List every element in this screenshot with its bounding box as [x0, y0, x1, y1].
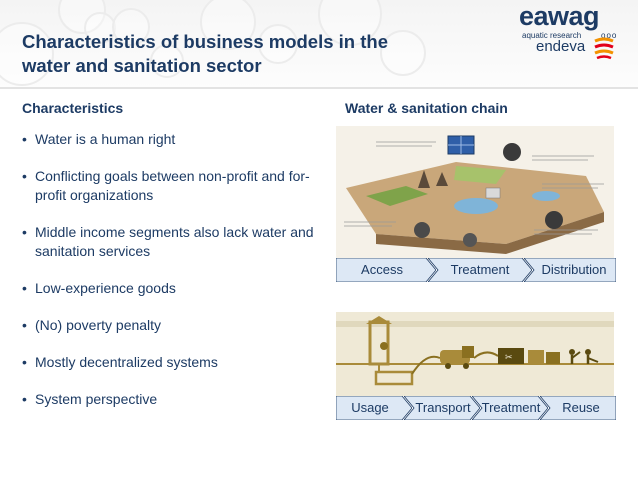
water-chain-steps: Access Treatment Distribution: [336, 258, 616, 282]
chain-step-label: Access: [361, 262, 403, 277]
header-divider: [0, 87, 638, 89]
svg-text:✂: ✂: [505, 352, 513, 362]
list-item: System perspective: [22, 390, 322, 409]
decor-circle: [150, 44, 184, 78]
sanitation-chain-steps: Usage Transport Treatment Reuse: [336, 396, 616, 420]
chain-step-access: Access: [336, 258, 436, 282]
chain-step-usage: Usage: [336, 396, 412, 420]
water-chain-illustration: [336, 126, 614, 260]
eawag-logo-text: eawag: [519, 1, 600, 31]
list-item: Conflicting goals between non-profit and…: [22, 167, 322, 205]
sanitation-chain-illustration: ✂: [336, 312, 614, 396]
list-item: Water is a human right: [22, 130, 322, 149]
decor-circle: [380, 30, 426, 76]
endeva-logo: endeva: [536, 36, 628, 66]
chain-step-distribution: Distribution: [524, 258, 616, 282]
list-item: (No) poverty penalty: [22, 316, 322, 335]
endeva-mark-icon: [594, 37, 614, 60]
chain-step-label: Treatment: [450, 262, 510, 277]
decor-circle: [318, 0, 382, 46]
decorative-circles: [0, 0, 470, 88]
chain-step-treatment: Treatment: [472, 396, 548, 420]
list-item: Mostly decentralized systems: [22, 353, 322, 372]
characteristics-list: Water is a human right Conflicting goals…: [22, 130, 322, 427]
chain-step-label: Transport: [415, 400, 471, 415]
chain-heading: Water & sanitation chain: [345, 100, 508, 116]
decor-circle: [200, 0, 256, 50]
list-item: Low-experience goods: [22, 279, 322, 298]
endeva-logo-text: endeva: [536, 38, 586, 55]
chain-step-label: Usage: [351, 400, 389, 415]
decor-circle: [112, 8, 150, 46]
chain-step-label: Distribution: [541, 262, 607, 277]
title-line-1: Characteristics of business models in th…: [22, 31, 388, 52]
decor-circle: [84, 12, 116, 44]
characteristics-heading: Characteristics: [22, 100, 124, 116]
chain-step-transport: Transport: [404, 396, 480, 420]
eawag-logo-subtitle: aquatic research: [522, 31, 582, 40]
eawag-logo-dots: ooo: [601, 31, 618, 40]
chain-step-label: Reuse: [562, 400, 600, 415]
chain-step-label: Treatment: [481, 400, 541, 415]
slide-title: Characteristics of business models in th…: [22, 30, 492, 78]
eawag-logo: eawag aquatic research ooo: [516, 1, 628, 44]
title-line-2: water and sanitation sector: [22, 55, 262, 76]
header-band: Characteristics of business models in th…: [0, 0, 638, 88]
chain-step-treatment: Treatment: [428, 258, 532, 282]
list-item: Middle income segments also lack water a…: [22, 223, 322, 261]
decor-circle: [258, 24, 298, 64]
chain-step-reuse: Reuse: [540, 396, 616, 420]
decor-circle: [0, 22, 54, 86]
